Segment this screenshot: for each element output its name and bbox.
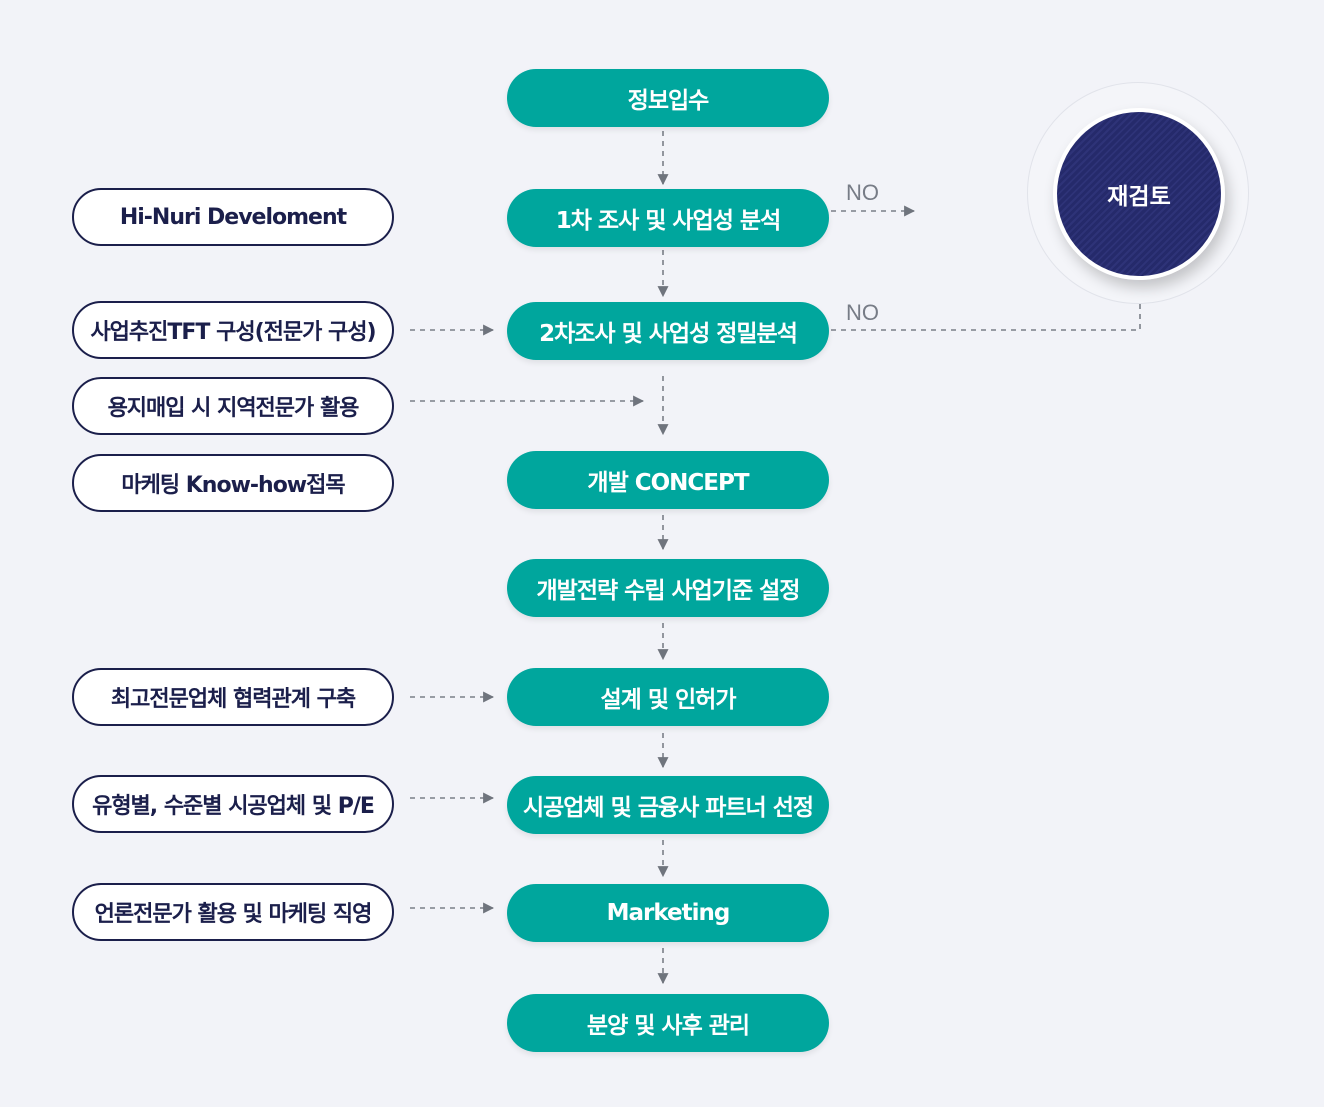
- side-item-tft: 사업추진TFT 구성(전문가 구성): [72, 301, 394, 359]
- flow-step-marketing: Marketing: [507, 884, 829, 942]
- side-item-media: 언론전문가 활용 및 마케팅 직영: [72, 883, 394, 941]
- flow-step-concept: 개발 CONCEPT: [507, 451, 829, 509]
- flow-step-strategy: 개발전략 수립 사업기준 설정: [507, 559, 829, 617]
- review-circle: 재검토: [1053, 108, 1225, 280]
- flow-step-second-survey: 2차조사 및 사업성 정밀분석: [507, 302, 829, 360]
- side-item-partnership: 최고전문업체 협력관계 구축: [72, 668, 394, 726]
- flow-step-info: 정보입수: [507, 69, 829, 127]
- flow-step-sales: 분양 및 사후 관리: [507, 994, 829, 1052]
- no-label-1: NO: [846, 180, 879, 205]
- flow-step-partner: 시공업체 및 금융사 파트너 선정: [507, 776, 829, 834]
- side-item-construction: 유형별, 수준별 시공업체 및 P/E: [72, 775, 394, 833]
- side-item-land: 용지매입 시 지역전문가 활용: [72, 377, 394, 435]
- flow-step-design: 설계 및 인허가: [507, 668, 829, 726]
- review-label: 재검토: [1107, 184, 1171, 210]
- no-label-2: NO: [846, 300, 879, 325]
- flow-step-first-survey: 1차 조사 및 사업성 분석: [507, 189, 829, 247]
- side-item-hinuri: Hi-Nuri Develoment: [72, 188, 394, 246]
- arrow-no-2: [831, 288, 1146, 331]
- side-item-knowhow: 마케팅 Know-how접목: [72, 454, 394, 512]
